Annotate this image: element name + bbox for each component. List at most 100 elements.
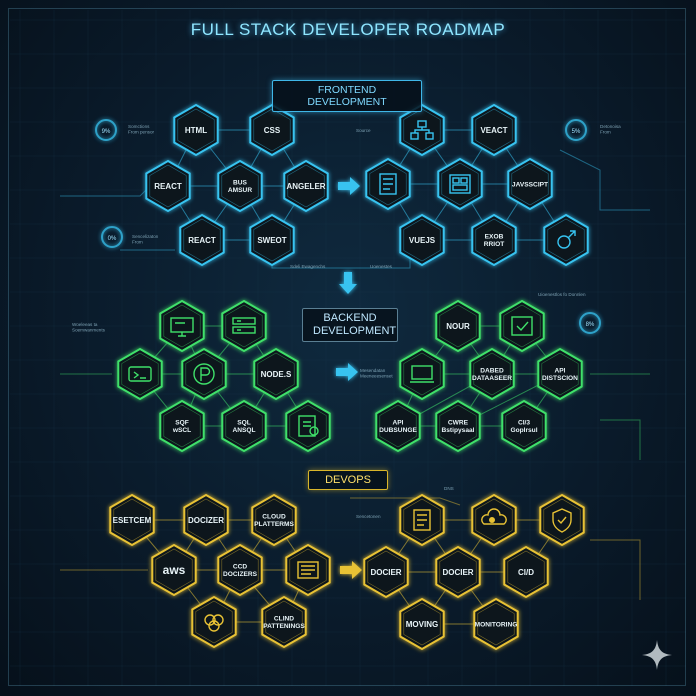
- node-frontend[interactable]: HTML: [173, 103, 219, 157]
- node-backend[interactable]: [221, 299, 267, 353]
- node-label: ANGELER: [286, 182, 325, 191]
- node-backend[interactable]: [285, 399, 331, 453]
- progress-ring-value: 5%: [572, 129, 581, 135]
- progress-ring-value: 8%: [586, 322, 595, 328]
- server-icon: [232, 317, 256, 334]
- section-label-frontend: FRONTEND DEVELOPMENT: [272, 80, 422, 112]
- progress-ring: 8%: [579, 312, 601, 334]
- annotation-text: Source: [356, 128, 371, 133]
- node-devops[interactable]: MONITORING: [473, 597, 519, 651]
- terminal-icon: [128, 366, 152, 382]
- node-devops[interactable]: [471, 493, 517, 547]
- node-frontend[interactable]: VEACT: [471, 103, 517, 157]
- progress-ring-value: 0%: [108, 236, 117, 242]
- node-label: DOCIER: [442, 568, 473, 577]
- node-frontend[interactable]: [365, 157, 411, 211]
- arrow-right-icon: [336, 363, 358, 381]
- annotation-text: Uioenestlos fo Donnlen: [538, 292, 586, 297]
- node-backend[interactable]: [159, 299, 205, 353]
- node-label: REACT: [154, 182, 182, 191]
- node-backend[interactable]: [499, 299, 545, 353]
- annotation-text: DNS: [444, 486, 454, 491]
- node-devops[interactable]: [285, 543, 331, 597]
- progress-ring: 0%: [101, 226, 123, 248]
- computer-icon: [410, 365, 434, 383]
- node-devops[interactable]: MOVING: [399, 597, 445, 651]
- node-backend[interactable]: [117, 347, 163, 401]
- node-label: VUEJS: [409, 236, 436, 245]
- node-devops[interactable]: DOCIER: [435, 545, 481, 599]
- postgres-icon: [193, 363, 215, 385]
- pipeline-icon: [297, 561, 319, 579]
- node-frontend[interactable]: ANGELER: [283, 159, 329, 213]
- node-frontend[interactable]: [543, 213, 589, 267]
- node-devops[interactable]: [399, 493, 445, 547]
- flow-arrows: [336, 177, 362, 579]
- annotation-text: Uoenestes: [370, 264, 393, 269]
- monitor-icon: [170, 317, 194, 337]
- node-label: SWEOT: [257, 236, 286, 245]
- node-label: ESETCEM: [113, 516, 152, 525]
- document-icon: [413, 509, 431, 531]
- node-frontend[interactable]: SWEOT: [249, 213, 295, 267]
- node-devops[interactable]: ESETCEM: [109, 493, 155, 547]
- arrow-right-icon: [338, 177, 360, 195]
- node-devops[interactable]: [539, 493, 585, 547]
- node-label: DOCIER: [370, 568, 401, 577]
- node-devops[interactable]: DOCIER: [363, 545, 409, 599]
- gender-icon: [557, 230, 576, 249]
- node-devops[interactable]: [191, 595, 237, 649]
- node-frontend[interactable]: REACT: [179, 213, 225, 267]
- node-devops[interactable]: aws: [151, 543, 197, 597]
- node-label: CSS: [264, 126, 281, 135]
- code-file-icon: [298, 415, 319, 437]
- node-frontend[interactable]: [399, 103, 445, 157]
- section-label-devops: DEVOPS: [308, 470, 388, 490]
- progress-ring: 5%: [565, 119, 587, 141]
- node-devops[interactable]: CI/D: [503, 545, 549, 599]
- node-frontend[interactable]: [437, 157, 483, 211]
- node-backend[interactable]: NOUR: [435, 299, 481, 353]
- annotation-text: Sencetonen: [356, 514, 381, 519]
- node-backend[interactable]: [399, 347, 445, 401]
- node-backend[interactable]: [181, 347, 227, 401]
- page-title: FULL STACK DEVELOPER ROADMAP: [190, 20, 506, 39]
- dashboard-icon: [449, 174, 471, 194]
- node-frontend[interactable]: CSS: [249, 103, 295, 157]
- node-label: DOCIZER: [188, 516, 224, 525]
- node-frontend[interactable]: REACT: [145, 159, 191, 213]
- arrow-right-icon: [340, 561, 362, 579]
- circuit-trace: [559, 149, 650, 211]
- node-frontend[interactable]: JAVSSCIPT: [507, 157, 553, 211]
- node-devops[interactable]: DOCIZER: [183, 493, 229, 547]
- node-backend[interactable]: NODE.S: [253, 347, 299, 401]
- node-frontend[interactable]: VUEJS: [399, 213, 445, 267]
